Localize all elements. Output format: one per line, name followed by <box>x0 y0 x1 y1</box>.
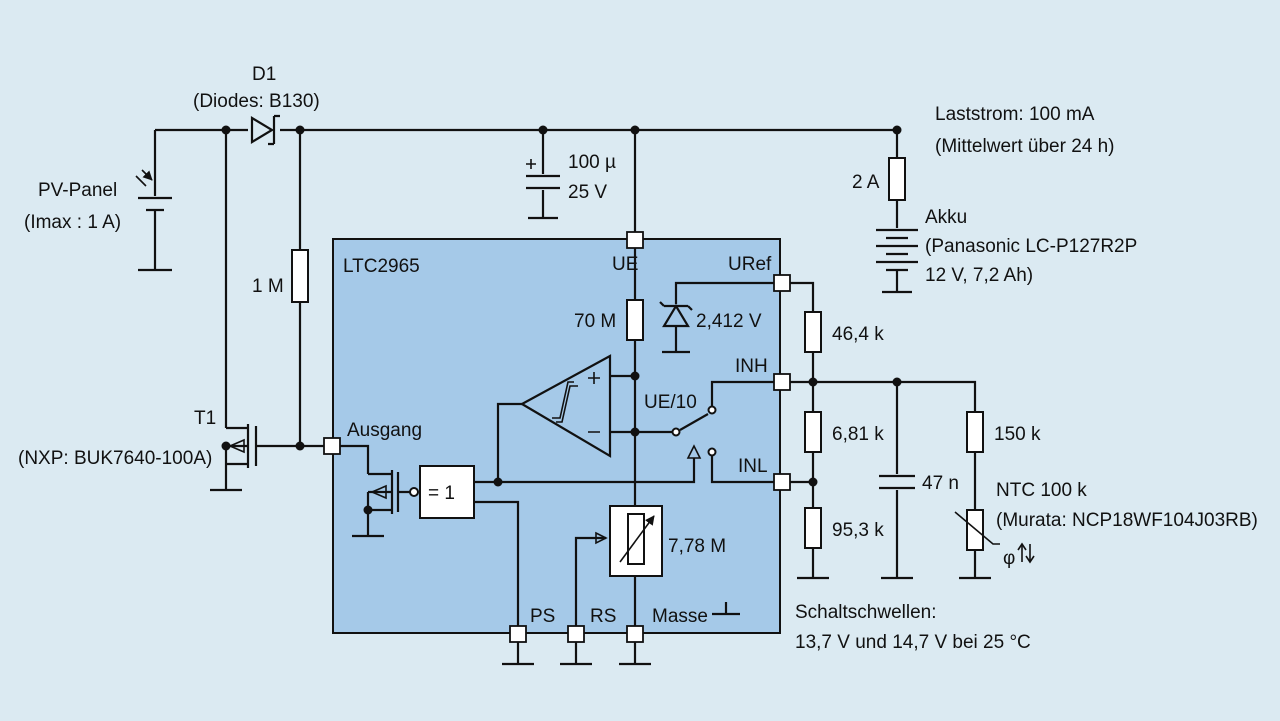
label-681k: 6,81 k <box>832 424 884 445</box>
label-ntc: NTC 100 k <box>996 480 1087 501</box>
label-akku: Akku <box>925 207 967 228</box>
resistor-150k <box>966 411 984 453</box>
capacitor-47n <box>879 382 915 580</box>
label-load: Laststrom: 100 mA <box>935 104 1095 125</box>
resistor-1m <box>291 249 309 303</box>
pin-rs <box>567 625 585 643</box>
label-cap-volt: 25 V <box>568 182 607 203</box>
pin-masse <box>626 625 644 643</box>
label-load-avg: (Mittelwert über 24 h) <box>935 136 1115 157</box>
label-rs: RS <box>590 606 616 627</box>
fuse-2a <box>888 157 906 201</box>
pin-ue <box>626 231 644 249</box>
label-uref: URef <box>728 254 772 275</box>
comparator <box>519 354 612 458</box>
label-d1: D1 <box>252 64 276 85</box>
resistor-953k <box>804 507 822 549</box>
label-150k: 150 k <box>994 424 1041 445</box>
zener-diode <box>659 301 693 328</box>
label-akku-part: (Panasonic LC-P127R2P <box>925 236 1137 257</box>
label-fuse: 2 A <box>852 172 880 193</box>
label-1m: 1 M <box>252 276 284 297</box>
label-t1-part: (NXP: BUK7640-100A) <box>18 448 212 469</box>
label-masse: Masse <box>652 606 708 627</box>
label-47n: 47 n <box>922 473 959 494</box>
label-inl: INL <box>738 456 768 477</box>
label-ue10: UE/10 <box>644 392 697 413</box>
resistor-681k <box>804 411 822 453</box>
buffer-eq1 <box>419 465 475 519</box>
label-ps: PS <box>530 606 555 627</box>
label-t1: T1 <box>194 408 216 429</box>
label-akku-spec: 12 V, 7,2 Ah) <box>925 265 1033 286</box>
label-778m: 7,78 M <box>668 536 726 557</box>
battery-akku <box>876 228 918 294</box>
label-zener: 2,412 V <box>696 311 762 332</box>
label-70m: 70 M <box>574 311 616 332</box>
label-inh: INH <box>735 356 768 377</box>
pin-uref <box>773 274 791 292</box>
label-pv-imax: (Imax : 1 A) <box>24 212 121 233</box>
label-cap-value: 100 µ <box>568 152 616 173</box>
pv-panel-symbol <box>135 130 172 272</box>
resistor-464k <box>804 311 822 353</box>
label-953k: 95,3 k <box>832 520 884 541</box>
label-schalt-values: 13,7 V und 14,7 V bei 25 °C <box>795 632 1031 653</box>
resistor-70m <box>626 299 644 341</box>
mosfet-t1 <box>210 424 324 492</box>
label-ue: UE <box>612 254 638 275</box>
label-464k: 46,4 k <box>832 324 884 345</box>
internal-mosfet <box>340 444 410 538</box>
label-ntc-part: (Murata: NCP18WF104J03RB) <box>996 510 1258 531</box>
pin-ps <box>509 625 527 643</box>
switch <box>671 380 774 484</box>
capacitor-100u <box>526 130 560 220</box>
label-ic-name: LTC2965 <box>343 256 420 277</box>
ic-ltc2965-body <box>332 238 781 634</box>
pin-ausgang <box>323 437 341 455</box>
label-eq1: = 1 <box>428 483 455 504</box>
pin-inl <box>773 473 791 491</box>
label-phi: φ <box>1003 548 1015 569</box>
label-pv-panel: PV-Panel <box>38 180 117 201</box>
label-schalt: Schaltschwellen: <box>795 602 937 623</box>
pin-inh <box>773 373 791 391</box>
ntc-thermistor <box>954 509 1035 564</box>
diode-d1 <box>250 114 280 146</box>
label-d1-part: (Diodes: B130) <box>193 91 320 112</box>
label-ausgang: Ausgang <box>347 420 422 441</box>
